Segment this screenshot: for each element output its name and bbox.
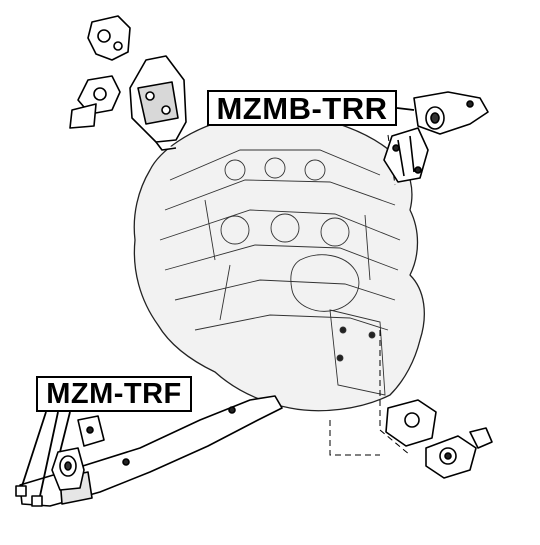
front-crossmember-part <box>15 395 283 507</box>
front-mount-part <box>51 415 105 491</box>
left-mount-part <box>69 75 121 129</box>
rear-mount-label: MZMB-TRR <box>207 90 397 126</box>
label-pointers <box>21 107 415 497</box>
engine-block <box>133 112 425 412</box>
engine-details <box>159 95 401 396</box>
upper-bracket-part <box>87 15 131 61</box>
center-mount-part <box>129 55 187 151</box>
rear-bracket-part <box>383 127 429 183</box>
rear-mount-part <box>413 91 489 135</box>
front-mount-label: MZM-TRF <box>36 376 192 412</box>
lower-right-mount-part <box>385 399 493 479</box>
